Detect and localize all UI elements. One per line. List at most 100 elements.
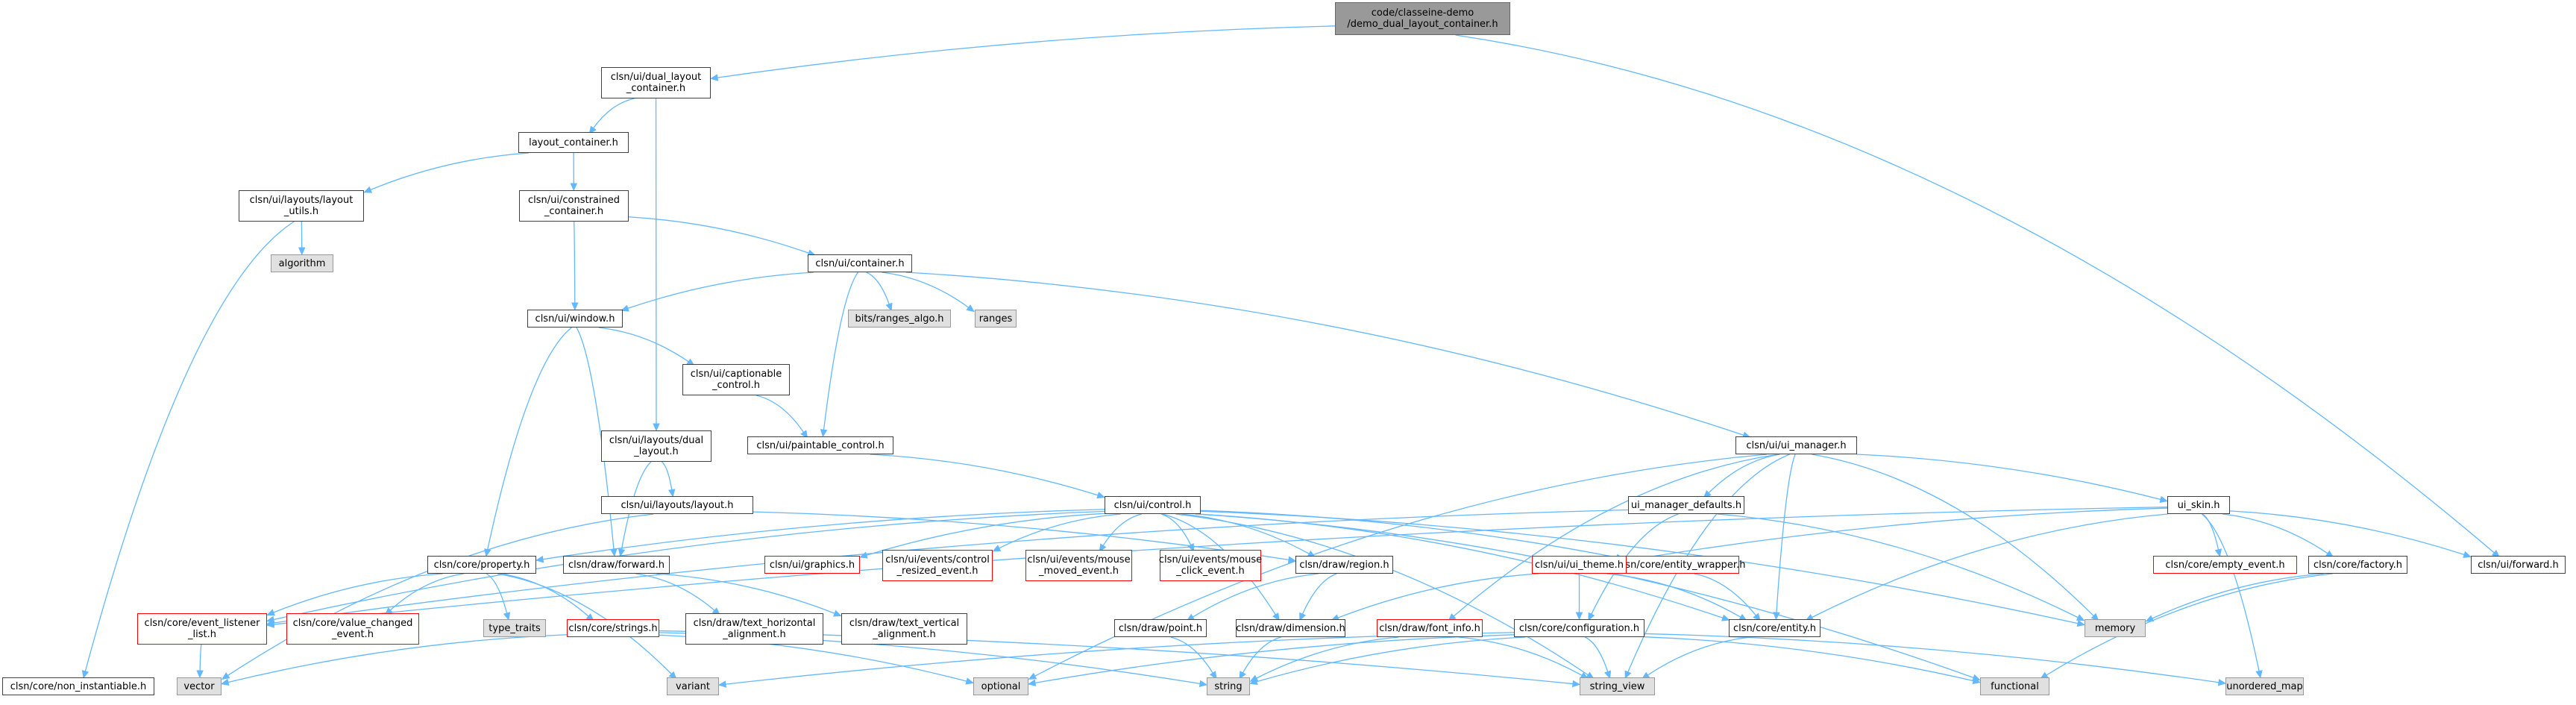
node-gfx[interactable]: clsn/ui/graphics.h <box>764 556 860 574</box>
edge-uimgr-to-string_view <box>1627 454 1790 673</box>
node-lc[interactable]: layout_container.h <box>518 132 629 153</box>
edge-config-to-string <box>1256 636 1526 683</box>
arrowhead-ell-to-vector <box>196 670 204 679</box>
edge-skin-to-empty <box>2202 513 2220 550</box>
node-uifwd[interactable]: clsn/ui/forward.h <box>2471 556 2566 574</box>
node-lu[interactable]: clsn/ui/layouts/layout _utils.h <box>239 190 364 222</box>
edge-ctrl-to-entity <box>1198 513 1724 618</box>
node-config[interactable]: clsn/core/configuration.h <box>1514 619 1644 637</box>
edge-uimgr-to-entity <box>1776 454 1796 613</box>
arrowhead-lu-to-algorithm <box>298 247 306 256</box>
node-root[interactable]: code/classeine-demo /demo_dual_layout_co… <box>1335 2 1510 35</box>
node-paint[interactable]: clsn/ui/paintable_control.h <box>747 436 893 454</box>
edge-region-to-point <box>1192 573 1319 618</box>
arrowhead-ctrl-to-gfx <box>859 551 868 559</box>
edge-skin-to-entity <box>1812 513 2168 618</box>
arrowhead-region-to-dim <box>1299 612 1307 621</box>
node-memory: memory <box>2085 619 2146 637</box>
arrowhead-capt-to-paint <box>800 430 808 439</box>
node-theme[interactable]: clsn/ui/ui_theme.h <box>1532 556 1627 574</box>
edge-region-to-dim <box>1301 573 1337 615</box>
node-win[interactable]: clsn/ui/window.h <box>527 310 623 328</box>
edge-layout-to-region <box>753 511 1289 560</box>
edge-dual-to-layout <box>661 461 673 490</box>
edge-capt-to-paint <box>755 395 805 433</box>
arrowhead-skin-to-unordered_map <box>2255 670 2263 679</box>
node-vce[interactable]: clsn/core/value_changed _event.h <box>286 613 419 645</box>
arrowhead-ctrl-to-prop <box>535 555 544 563</box>
node-tva[interactable]: clsn/draw/text_vertical _alignment.h <box>841 613 967 645</box>
arrowhead-dual-to-layout <box>667 489 676 498</box>
node-skin[interactable]: ui_skin.h <box>2167 496 2230 514</box>
arrowhead-lu-to-nonin <box>81 670 89 679</box>
node-functional: functional <box>1980 677 2049 695</box>
edge-skin-to-theme <box>1633 507 2168 560</box>
edge-prop-to-variant <box>497 573 672 674</box>
node-ctrl[interactable]: clsn/ui/control.h <box>1105 496 1201 514</box>
node-uimd[interactable]: ui_manager_defaults.h <box>1628 496 1744 514</box>
node-entity[interactable]: clsn/core/entity.h <box>1729 619 1821 637</box>
edge-ell-to-vector <box>199 644 202 671</box>
node-cc[interactable]: clsn/ui/constrained _container.h <box>519 190 629 222</box>
edge-uimd-to-ell <box>273 509 1629 624</box>
edge-config-to-unordered_map <box>1644 633 2220 683</box>
edge-strings-to-vector <box>227 634 568 683</box>
node-cre[interactable]: clsn/ui/events/control _resized_event.h <box>882 550 993 581</box>
arrowhead-ctrl-to-dim <box>1272 612 1280 621</box>
node-dual[interactable]: clsn/ui/layouts/dual _layout.h <box>601 430 711 462</box>
node-tha[interactable]: clsn/draw/text_horizontal _alignment.h <box>685 613 823 645</box>
arrowhead-lc-to-cc <box>570 183 578 192</box>
node-point[interactable]: clsn/draw/point.h <box>1114 619 1207 637</box>
edge-dlc-to-lc <box>593 98 635 129</box>
arrowhead-strings-to-string <box>1199 680 1208 688</box>
edge-cont-to-ranges_algo <box>866 272 890 304</box>
edge-ctrl-to-ew <box>1200 510 1618 558</box>
node-nonin[interactable]: clsn/core/non_instantiable.h <box>2 677 154 695</box>
node-capt[interactable]: clsn/ui/captionable _control.h <box>682 364 790 395</box>
edge-skin-to-factory <box>2222 513 2328 554</box>
node-strings[interactable]: clsn/core/strings.h <box>567 619 659 637</box>
arrowhead-fwd-to-tva <box>833 610 842 617</box>
edge-ew-to-entity <box>1694 573 1756 616</box>
node-cont[interactable]: clsn/ui/container.h <box>808 254 912 272</box>
edge-point-to-string <box>1170 636 1213 674</box>
edge-win-to-capt <box>598 327 689 363</box>
edge-theme-to-dim <box>1337 573 1539 618</box>
arrowhead-cont-to-ranges <box>966 304 975 313</box>
node-ell[interactable]: clsn/core/event_listener _list.h <box>137 613 267 645</box>
arrowhead-theme-to-config <box>1575 612 1583 621</box>
node-empty[interactable]: clsn/core/empty_event.h <box>2153 556 2297 574</box>
edge-root-to-uifwd <box>1455 34 2495 554</box>
edge-fwd-to-tva <box>656 573 835 614</box>
edge-layout-to-vector <box>227 513 654 676</box>
arrowhead-cont-to-win <box>621 304 629 312</box>
arrowhead-ctrl-to-entity <box>1721 614 1730 621</box>
edge-cc-to-win <box>574 221 576 304</box>
node-unordered_map: unordered_map <box>2225 677 2304 695</box>
edge-config-to-functional <box>1644 636 1974 682</box>
node-uimgr[interactable]: clsn/ui/ui_manager.h <box>1735 436 1857 454</box>
node-mme[interactable]: clsn/ui/events/mouse _moved_event.h <box>1025 550 1132 581</box>
node-factory[interactable]: clsn/core/factory.h <box>2308 556 2407 574</box>
arrowhead-cont-to-ranges_algo <box>885 302 893 312</box>
edge-config-to-optional <box>1034 634 1515 684</box>
node-fwd[interactable]: clsn/draw/forward.h <box>563 556 670 574</box>
node-region[interactable]: clsn/draw/region.h <box>1295 556 1393 574</box>
arrowhead-prop-to-ell <box>266 609 276 616</box>
arrowhead-strings-to-string_view <box>1572 680 1581 688</box>
node-font[interactable]: clsn/draw/font_info.h <box>1377 619 1483 637</box>
node-ew[interactable]: clsn/core/entity_wrapper.h <box>1618 556 1745 574</box>
node-layout[interactable]: clsn/ui/layouts/layout.h <box>601 496 753 514</box>
arrowhead-ctrl-to-cre <box>992 545 1002 552</box>
edge-factory-to-memory <box>2152 573 2324 619</box>
arrowhead-config-to-functional <box>1972 677 1982 685</box>
node-mce[interactable]: clsn/ui/events/mouse _click_event.h <box>1159 550 1262 581</box>
edge-cont-to-win <box>627 272 814 309</box>
arrowhead-point-to-string <box>1209 671 1217 680</box>
node-prop[interactable]: clsn/core/property.h <box>427 556 536 574</box>
node-variant: variant <box>667 677 719 695</box>
node-dlc[interactable]: clsn/ui/dual_layout _container.h <box>601 67 711 98</box>
arrowhead-layout-to-region <box>1287 556 1297 563</box>
node-dim[interactable]: clsn/draw/dimension.h <box>1236 619 1345 637</box>
